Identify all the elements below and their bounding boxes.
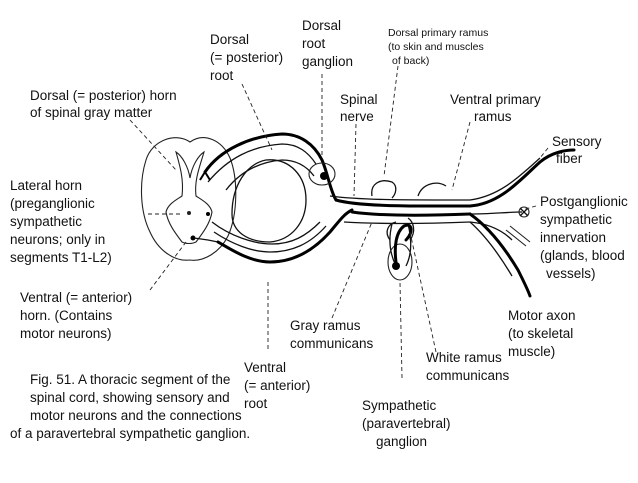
label-ganglion-line: ganglion [376,434,427,449]
label-white-ramus-line: White ramus [426,350,502,365]
dorsal-root-ganglion-body [308,162,336,186]
label-postganglionic-line: Postganglionic [540,194,628,209]
label-vpr-line: ramus [474,109,512,124]
label-vpr-line: Ventral primary [450,92,541,107]
label-drg-line: root [302,36,326,51]
sensory-arrow [199,171,211,181]
label-lateral-horn-line: (preganglionic [10,196,95,211]
label-ventral-root-line: Ventral [244,360,286,375]
label-postganglionic-line: (glands, blood [540,248,625,263]
postganglionic-fiber [469,221,513,241]
central-canal [187,211,191,215]
motor-axon-path [216,208,354,264]
label-dpr-line: Dorsal primary ramus [388,27,488,39]
label-dorsal-horn-line: Dorsal (= posterior) horn [30,88,177,103]
label-gray-ramus-line: communicans [290,336,374,351]
label-sympathetic-ganglion: Sympathetic (paravertebral) ganglion [362,398,454,449]
label-motor-axon: Motor axon (to skeletal muscle) [508,308,579,359]
label-dpr-line: (to skin and muscles [388,41,484,53]
label-ventral-horn-line: horn. (Contains [20,308,113,323]
label-spinal-nerve-line: Spinal [340,92,378,107]
label-spinal-nerve: Spinal nerve [340,92,381,124]
spinal-cord [140,137,237,261]
motor-axon-line [468,212,532,298]
label-dorsal-primary-ramus: Dorsal primary ramus (to skin and muscle… [388,27,491,67]
ventral-root [211,208,354,264]
label-ventral-primary-ramus: Ventral primary ramus [450,92,545,124]
gray-matter-outline [165,150,213,245]
spinal-cord-outline [140,137,237,261]
label-sensory-fiber-line: Sensory [552,134,602,149]
caption-line: motor neurons and the connections [30,408,242,423]
label-spinal-nerve-line: nerve [340,109,374,124]
motor-neuron-cell [190,235,196,241]
label-ganglion-line: (paravertebral) [362,416,451,431]
label-ganglion-line: Sympathetic [362,398,437,413]
sensory-axon [203,132,338,202]
label-gray-ramus-line: Gray ramus [290,318,361,333]
leader-lines [129,65,549,379]
label-lateral-horn: Lateral horn (preganglionic sympathetic … [10,178,112,265]
label-lateral-horn-line: neurons; only in [10,232,105,247]
label-lateral-horn-line: sympathetic [10,214,82,229]
label-lateral-horn-line: segments T1-L2) [10,250,112,265]
label-dorsal-root-line: (= posterior) [210,50,283,65]
ganglion-neuron-cell [392,262,400,270]
sensory-neuron-cell [320,172,328,180]
label-dorsal-horn: Dorsal (= posterior) horn of spinal gray… [30,88,180,120]
sympathetic-ganglion-body [386,217,415,281]
label-sensory-fiber-line: fiber [556,151,583,166]
label-dorsal-horn-line: of spinal gray matter [30,105,153,120]
blood-vessel-icon [505,225,531,247]
label-postganglionic: Postganglionic sympathetic innervation (… [540,194,632,281]
label-ventral-root-line: root [244,396,268,411]
label-postganglionic-line: innervation [540,230,606,245]
label-gray-ramus: Gray ramus communicans [290,318,374,351]
sensory-fiber-line [468,148,576,208]
spinal-nerve-trunk [329,148,576,298]
label-postganglionic-line: vessels) [546,266,596,281]
label-dorsal-root: Dorsal (= posterior) root [210,32,287,83]
label-drg-line: ganglion [302,54,353,69]
label-ventral-horn: Ventral (= anterior) horn. (Contains mot… [20,290,136,341]
gland-icon [518,206,530,218]
label-white-ramus-line: communicans [426,368,510,383]
label-dorsal-root-line: Dorsal [210,32,249,47]
figure-caption: Fig. 51. A thoracic segment of the spina… [10,372,250,441]
label-dpr-line: of back) [392,55,429,67]
label-postganglionic-line: sympathetic [540,212,612,227]
lateral-horn-neuron [206,212,210,216]
caption-line: spinal cord, showing sensory and [30,390,230,405]
label-motor-axon-line: Motor axon [508,308,576,323]
label-dorsal-root-line: root [210,68,234,83]
caption-line: Fig. 51. A thoracic segment of the [30,372,230,387]
label-dorsal-root-ganglion: Dorsal root ganglion [302,18,353,69]
label-ventral-root: Ventral (= anterior) root [244,360,314,411]
label-drg-line: Dorsal [302,18,341,33]
dorsal-root [199,132,338,202]
caption-line: of a paravertebral sympathetic ganglion. [10,426,250,441]
label-motor-axon-line: muscle) [508,344,555,359]
dorsal-ramus-stub [371,180,397,199]
label-ventral-horn-line: motor neurons) [20,326,112,341]
label-white-ramus: White ramus communicans [426,350,510,383]
label-sensory-fiber: Sensory fiber [552,134,605,166]
label-lateral-horn-line: Lateral horn [10,178,82,193]
label-ventral-root-line: (= anterior) [244,378,310,393]
label-ventral-horn-line: Ventral (= anterior) [20,290,132,305]
label-motor-axon-line: (to skeletal [508,326,573,341]
